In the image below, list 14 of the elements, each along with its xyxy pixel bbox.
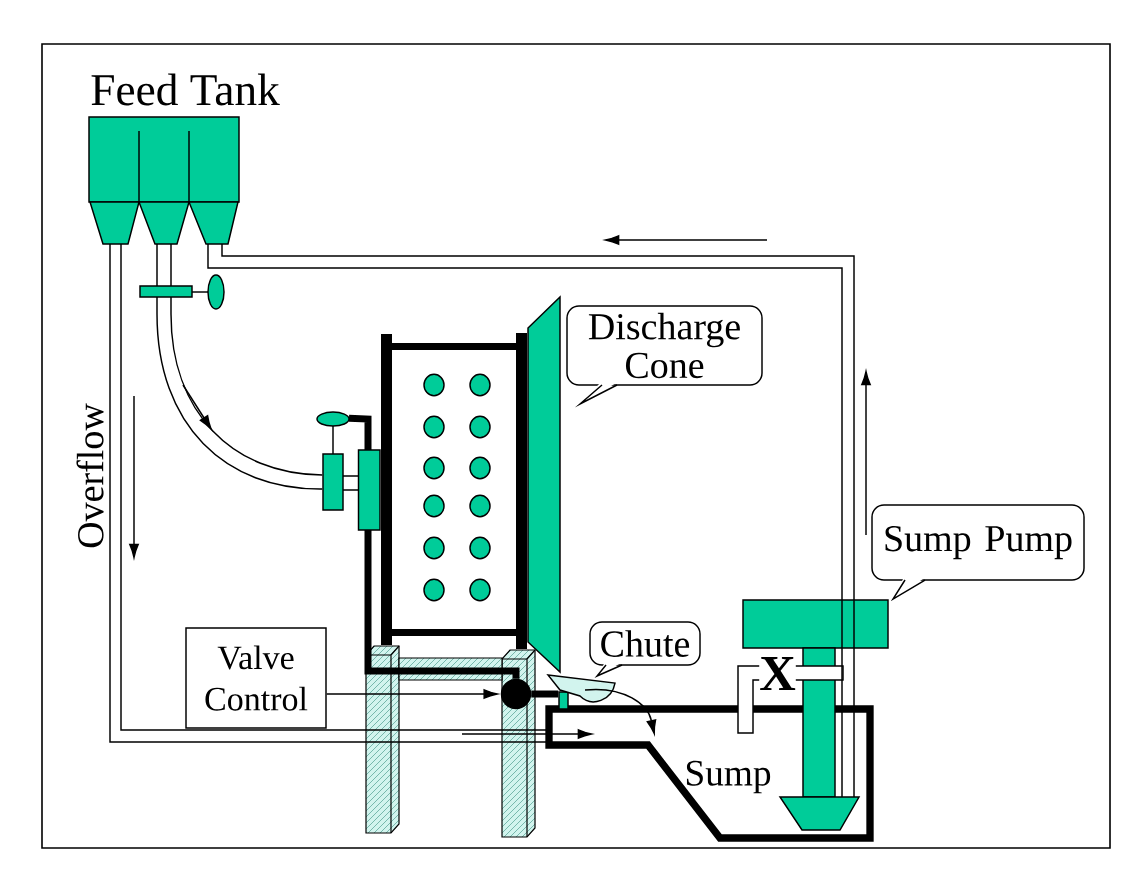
pipe-label: Overflow	[76, 403, 104, 548]
arrow	[326, 689, 498, 699]
callout-bubble: Chute	[589, 621, 701, 678]
sump-tank: Sump	[545, 705, 874, 842]
callout-bubble: Discharge Cone	[566, 305, 763, 408]
pipe	[156, 243, 323, 490]
node-label: Feed Tank	[91, 73, 280, 106]
control-box: Valve Control	[185, 627, 327, 729]
callout-bubble: Sump Pump	[871, 504, 1085, 602]
marker-letter: X	[759, 656, 796, 691]
nozzle	[558, 691, 569, 710]
inlet-valve	[316, 411, 350, 511]
feed-tank: Feed Tank	[88, 73, 280, 245]
valve	[500, 678, 532, 710]
